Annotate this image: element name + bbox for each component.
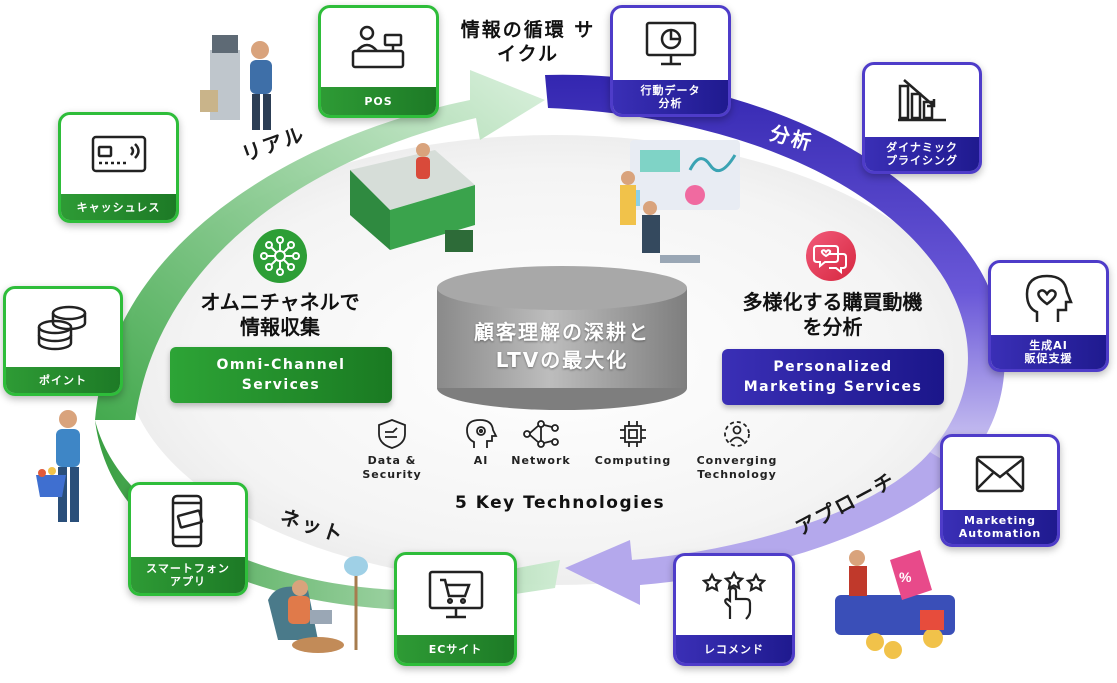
self-checkout-illustration [200,35,272,130]
card-marketing-automation[interactable]: Marketing Automation [940,434,1060,547]
card-point[interactable]: ポイント [3,286,123,396]
card-dynamic-pricing-label: ダイナミック プライシング [865,137,979,171]
tech-computing-label: Computing [594,454,672,467]
personalized-marketing-services-pill: Personalized Marketing Services [722,349,944,405]
card-pos[interactable]: POS [318,5,439,118]
pos-register-icon [321,8,436,87]
tech-ai-label: AI [473,454,489,467]
tech-converging: Converging Technology [682,418,792,482]
card-cashless[interactable]: キャッシュレス [58,112,179,223]
tech-ai: AI [426,418,536,468]
smartphone-icon [131,485,245,557]
cpu-chip-icon [620,421,646,447]
card-pos-label: POS [321,87,436,115]
tech-network: Network [486,418,596,468]
person-gear-icon [724,421,750,447]
star-rating-hand-icon [676,556,792,635]
card-point-label: ポイント [6,367,120,393]
speech-heart-icon [806,231,856,281]
center-message: 顧客理解の深耕と LTVの最大化 [474,320,650,372]
left-heading: オムニチャネルで 情報収集 [200,290,360,339]
credit-card-icon [61,115,176,194]
shield-circuit-icon [378,419,406,449]
network-nodes-icon [523,420,559,448]
card-recommend-label: レコメンド [676,635,792,663]
card-cashless-label: キャッシュレス [61,194,176,220]
card-marketing-automation-label: Marketing Automation [943,510,1057,544]
card-smartphone-app-label: スマートフォン アプリ [131,557,245,593]
price-chart-icon [865,65,979,137]
shopping-cart-monitor-icon [397,555,514,635]
store-counter-illustration [350,143,475,252]
cycle-title: 情報の循環 サイクル [460,19,596,65]
tech-converging-label: Converging Technology [696,454,778,481]
card-recommend[interactable]: レコメンド [673,553,795,666]
card-behavior-data-label: 行動データ 分析 [613,80,728,114]
ai-head-eye-icon [466,419,498,448]
data-analysis-monitor-icon [613,8,728,80]
right-heading: 多様化する購買動機 を分析 [742,290,923,339]
card-generative-ai-label: 生成AI 販促支援 [991,335,1106,369]
card-smartphone-app[interactable]: スマートフォン アプリ [128,482,248,596]
card-generative-ai[interactable]: 生成AI 販促支援 [988,260,1109,372]
omni-channel-services-pill: Omni-Channel Services [170,347,392,403]
tech-network-label: Network [511,454,571,467]
shopper-with-basket-illustration [36,410,80,522]
sale-shopping-illustration: % [835,550,955,659]
envelope-icon [943,437,1057,510]
network-hub-icon [253,229,307,283]
tech-data-security-label: Data & Security [362,454,422,481]
data-analysts-illustration [620,140,740,263]
card-behavior-data[interactable]: 行動データ 分析 [610,5,731,117]
card-ec-site[interactable]: ECサイト [394,552,517,666]
ai-head-icon [991,263,1106,335]
tech-data-security: Data & Security [337,418,447,482]
card-ec-site-label: ECサイト [397,635,514,663]
svg-text:%: % [899,569,912,585]
card-dynamic-pricing[interactable]: ダイナミック プライシング [862,62,982,174]
relaxing-at-home-illustration [268,556,368,653]
tech-computing: Computing [578,418,688,468]
key-technologies-title: 5 Key Technologies [455,493,666,513]
coins-icon [6,289,120,367]
